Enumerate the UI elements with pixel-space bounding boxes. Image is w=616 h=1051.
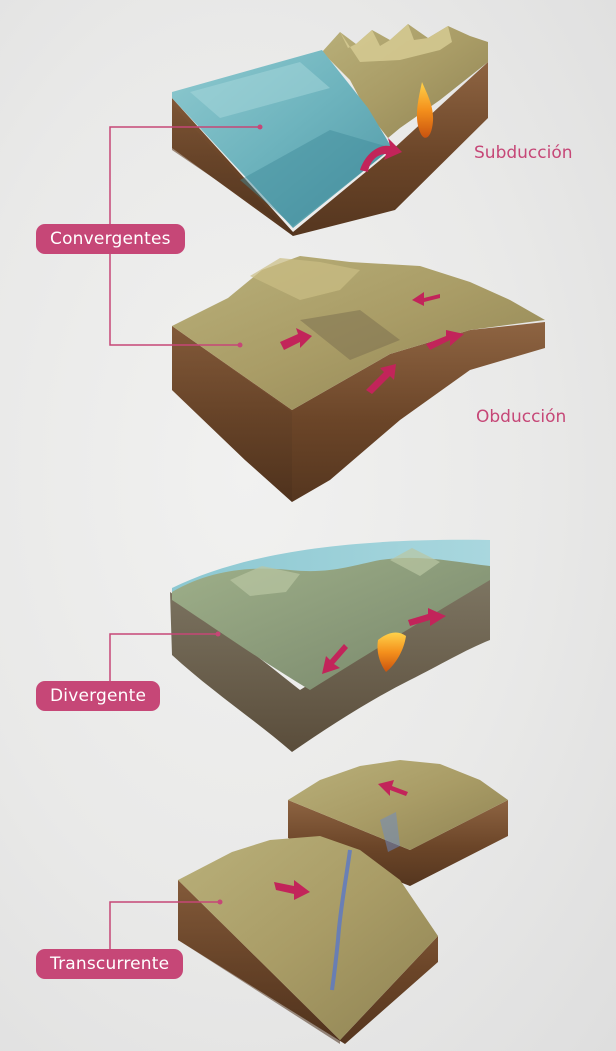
label-subduccion: Subducción — [474, 143, 573, 163]
subduction-block — [172, 24, 488, 236]
transform-block — [178, 760, 508, 1044]
label-convergentes: Convergentes — [36, 224, 185, 254]
connector-dots — [216, 125, 263, 905]
label-obduccion: Obducción — [476, 407, 566, 427]
label-divergente: Divergente — [36, 681, 160, 711]
divergent-block — [170, 540, 490, 752]
obduction-block — [172, 256, 545, 502]
label-transcurrente: Transcurrente — [36, 949, 183, 979]
